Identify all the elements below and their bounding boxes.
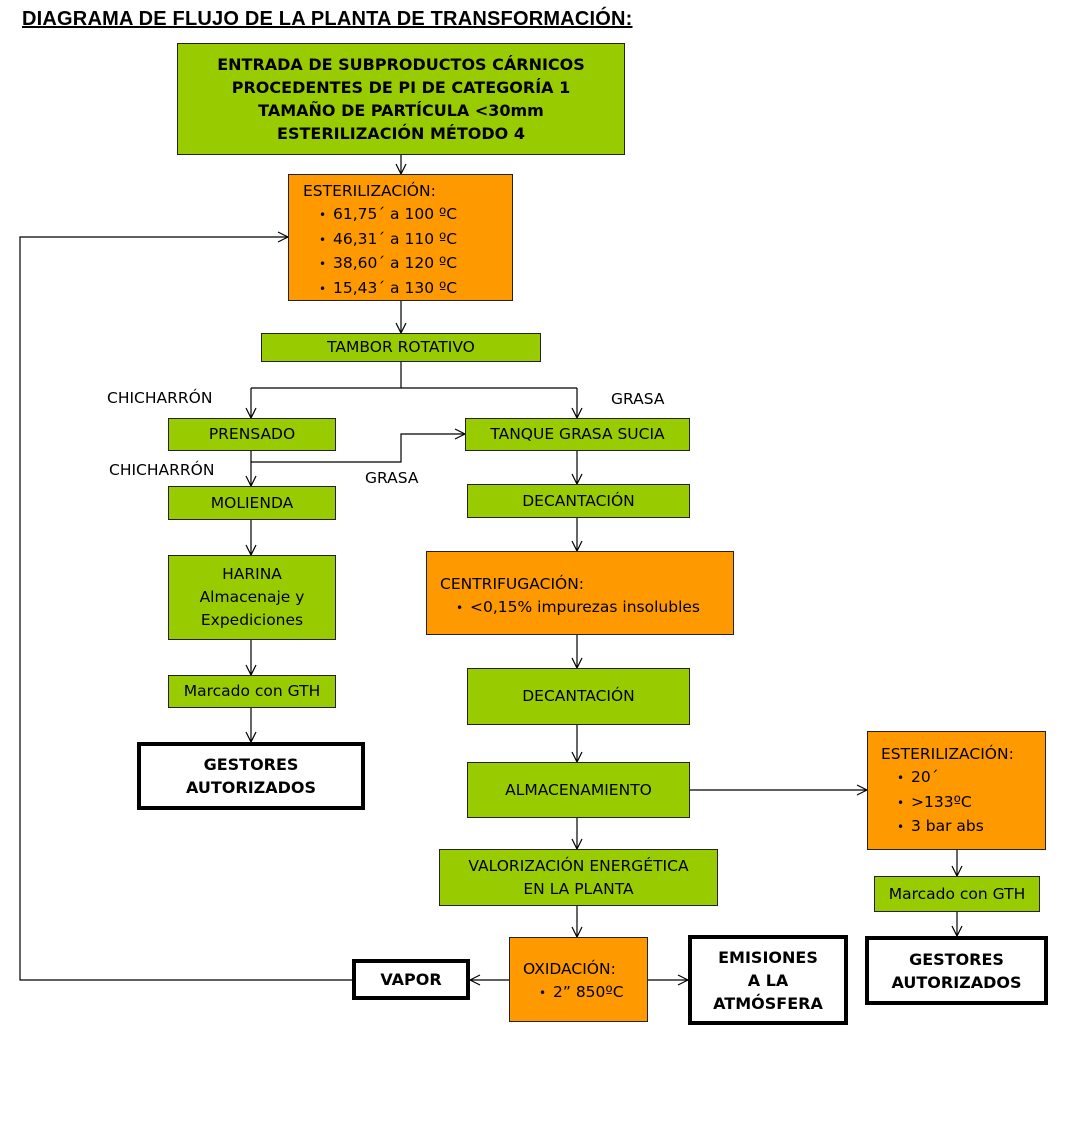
gestores-line: AUTORIZADOS <box>185 778 317 797</box>
entrada-box: ENTRADA DE SUBPRODUCTOS CÁRNICOS PROCEDE… <box>177 43 625 155</box>
esterilizacion-2-box: ESTERILIZACIÓN: 20´ >133ºC 3 bar abs <box>867 731 1046 850</box>
esterilizacion-box: ESTERILIZACIÓN: 61,75´ a 100 ºC 46,31´ a… <box>288 174 513 301</box>
harina-line: HARINA <box>222 565 282 583</box>
esterilizacion-heading: ESTERILIZACIÓN: <box>881 745 1014 763</box>
marcado-gth-right-box: Marcado con GTH <box>874 876 1040 912</box>
tambor-label: TAMBOR ROTATIVO <box>327 338 475 356</box>
tanque-grasa-sucia-box: TANQUE GRASA SUCIA <box>465 418 690 451</box>
valorizacion-energetica-box: VALORIZACIÓN ENERGÉTICA EN LA PLANTA <box>439 849 718 906</box>
gestores-line: AUTORIZADOS <box>891 972 1022 992</box>
tambor-rotativo-box: TAMBOR ROTATIVO <box>261 333 541 362</box>
marcado-label: Marcado con GTH <box>183 682 321 700</box>
gestores-line: GESTORES <box>909 949 1004 969</box>
gestores-line: GESTORES <box>203 755 299 774</box>
centrifugacion-heading: CENTRIFUGACIÓN: <box>440 575 585 593</box>
esterilizacion-item: >133ºC <box>897 791 1045 816</box>
esterilizacion-item: 3 bar abs <box>897 815 1045 840</box>
oxidacion-item: 2” 850ºC <box>539 981 647 1006</box>
esterilizacion-heading: ESTERILIZACIÓN: <box>303 182 436 200</box>
line-tambor-split <box>251 362 577 389</box>
oxidacion-box: OXIDACIÓN: 2” 850ºC <box>509 937 648 1022</box>
almacenamiento-label: ALMACENAMIENTO <box>505 780 652 799</box>
entrada-line: ENTRADA DE SUBPRODUCTOS CÁRNICOS <box>217 55 585 74</box>
valorizacion-line: EN LA PLANTA <box>523 879 634 898</box>
decantacion-box: DECANTACIÓN <box>467 484 690 518</box>
chicharron-label: CHICHARRÓN <box>107 389 213 407</box>
esterilizacion-item: 38,60´ a 120 ºC <box>319 252 512 277</box>
harina-box: HARINA Almacenaje y Expediciones <box>168 555 336 640</box>
oxidacion-heading: OXIDACIÓN: <box>523 960 616 978</box>
emisiones-atmosfera-box: EMISIONES A LA ATMÓSFERA <box>688 935 848 1025</box>
diagram-title: DIAGRAMA DE FLUJO DE LA PLANTA DE TRANSF… <box>22 8 633 30</box>
almacenamiento-box: ALMACENAMIENTO <box>467 762 690 818</box>
centrifugacion-box: CENTRIFUGACIÓN: <0,15% impurezas insolub… <box>426 551 734 635</box>
marcado-gth-box: Marcado con GTH <box>168 675 336 708</box>
vapor-box: VAPOR <box>352 959 470 1000</box>
harina-line: Almacenaje y <box>199 588 305 606</box>
chicharron-label-2: CHICHARRÓN <box>109 461 215 479</box>
harina-line: Expediciones <box>200 611 304 629</box>
gestores-autorizados-box: GESTORES AUTORIZADOS <box>137 742 365 810</box>
tanque-label: TANQUE GRASA SUCIA <box>490 425 665 443</box>
esterilizacion-item: 61,75´ a 100 ºC <box>319 203 512 228</box>
valorizacion-line: VALORIZACIÓN ENERGÉTICA <box>468 856 689 875</box>
entrada-line: TAMAÑO DE PARTÍCULA <30mm <box>258 101 544 120</box>
emisiones-line: EMISIONES <box>718 947 818 967</box>
vapor-label: VAPOR <box>380 970 442 989</box>
grasa-label: GRASA <box>611 390 665 408</box>
esterilizacion-item: 20´ <box>897 766 1045 791</box>
marcado-label: Marcado con GTH <box>888 884 1026 903</box>
arrow-prensado-grasa-to-tanque <box>251 434 465 463</box>
esterilizacion-item: 15,43´ a 130 ºC <box>319 277 512 302</box>
prensado-label: PRENSADO <box>208 425 296 443</box>
decantacion-label: DECANTACIÓN <box>522 687 635 705</box>
grasa-label-2: GRASA <box>365 469 419 487</box>
gestores-autorizados-right-box: GESTORES AUTORIZADOS <box>865 936 1048 1005</box>
entrada-line: PROCEDENTES DE PI DE CATEGORÍA 1 <box>231 78 571 97</box>
emisiones-line: ATMÓSFERA <box>713 993 823 1013</box>
emisiones-line: A LA <box>747 970 789 990</box>
molienda-box: MOLIENDA <box>168 486 336 520</box>
entrada-line: ESTERILIZACIÓN MÉTODO 4 <box>277 124 525 143</box>
decantacion-2-box: DECANTACIÓN <box>467 668 690 725</box>
molienda-label: MOLIENDA <box>210 493 294 512</box>
prensado-box: PRENSADO <box>168 418 336 451</box>
centrifugacion-item: <0,15% impurezas insolubles <box>456 596 733 621</box>
esterilizacion-item: 46,31´ a 110 ºC <box>319 228 512 253</box>
arrow-vapor-return-to-esterilizacion <box>19 237 352 981</box>
decantacion-label: DECANTACIÓN <box>522 491 635 510</box>
